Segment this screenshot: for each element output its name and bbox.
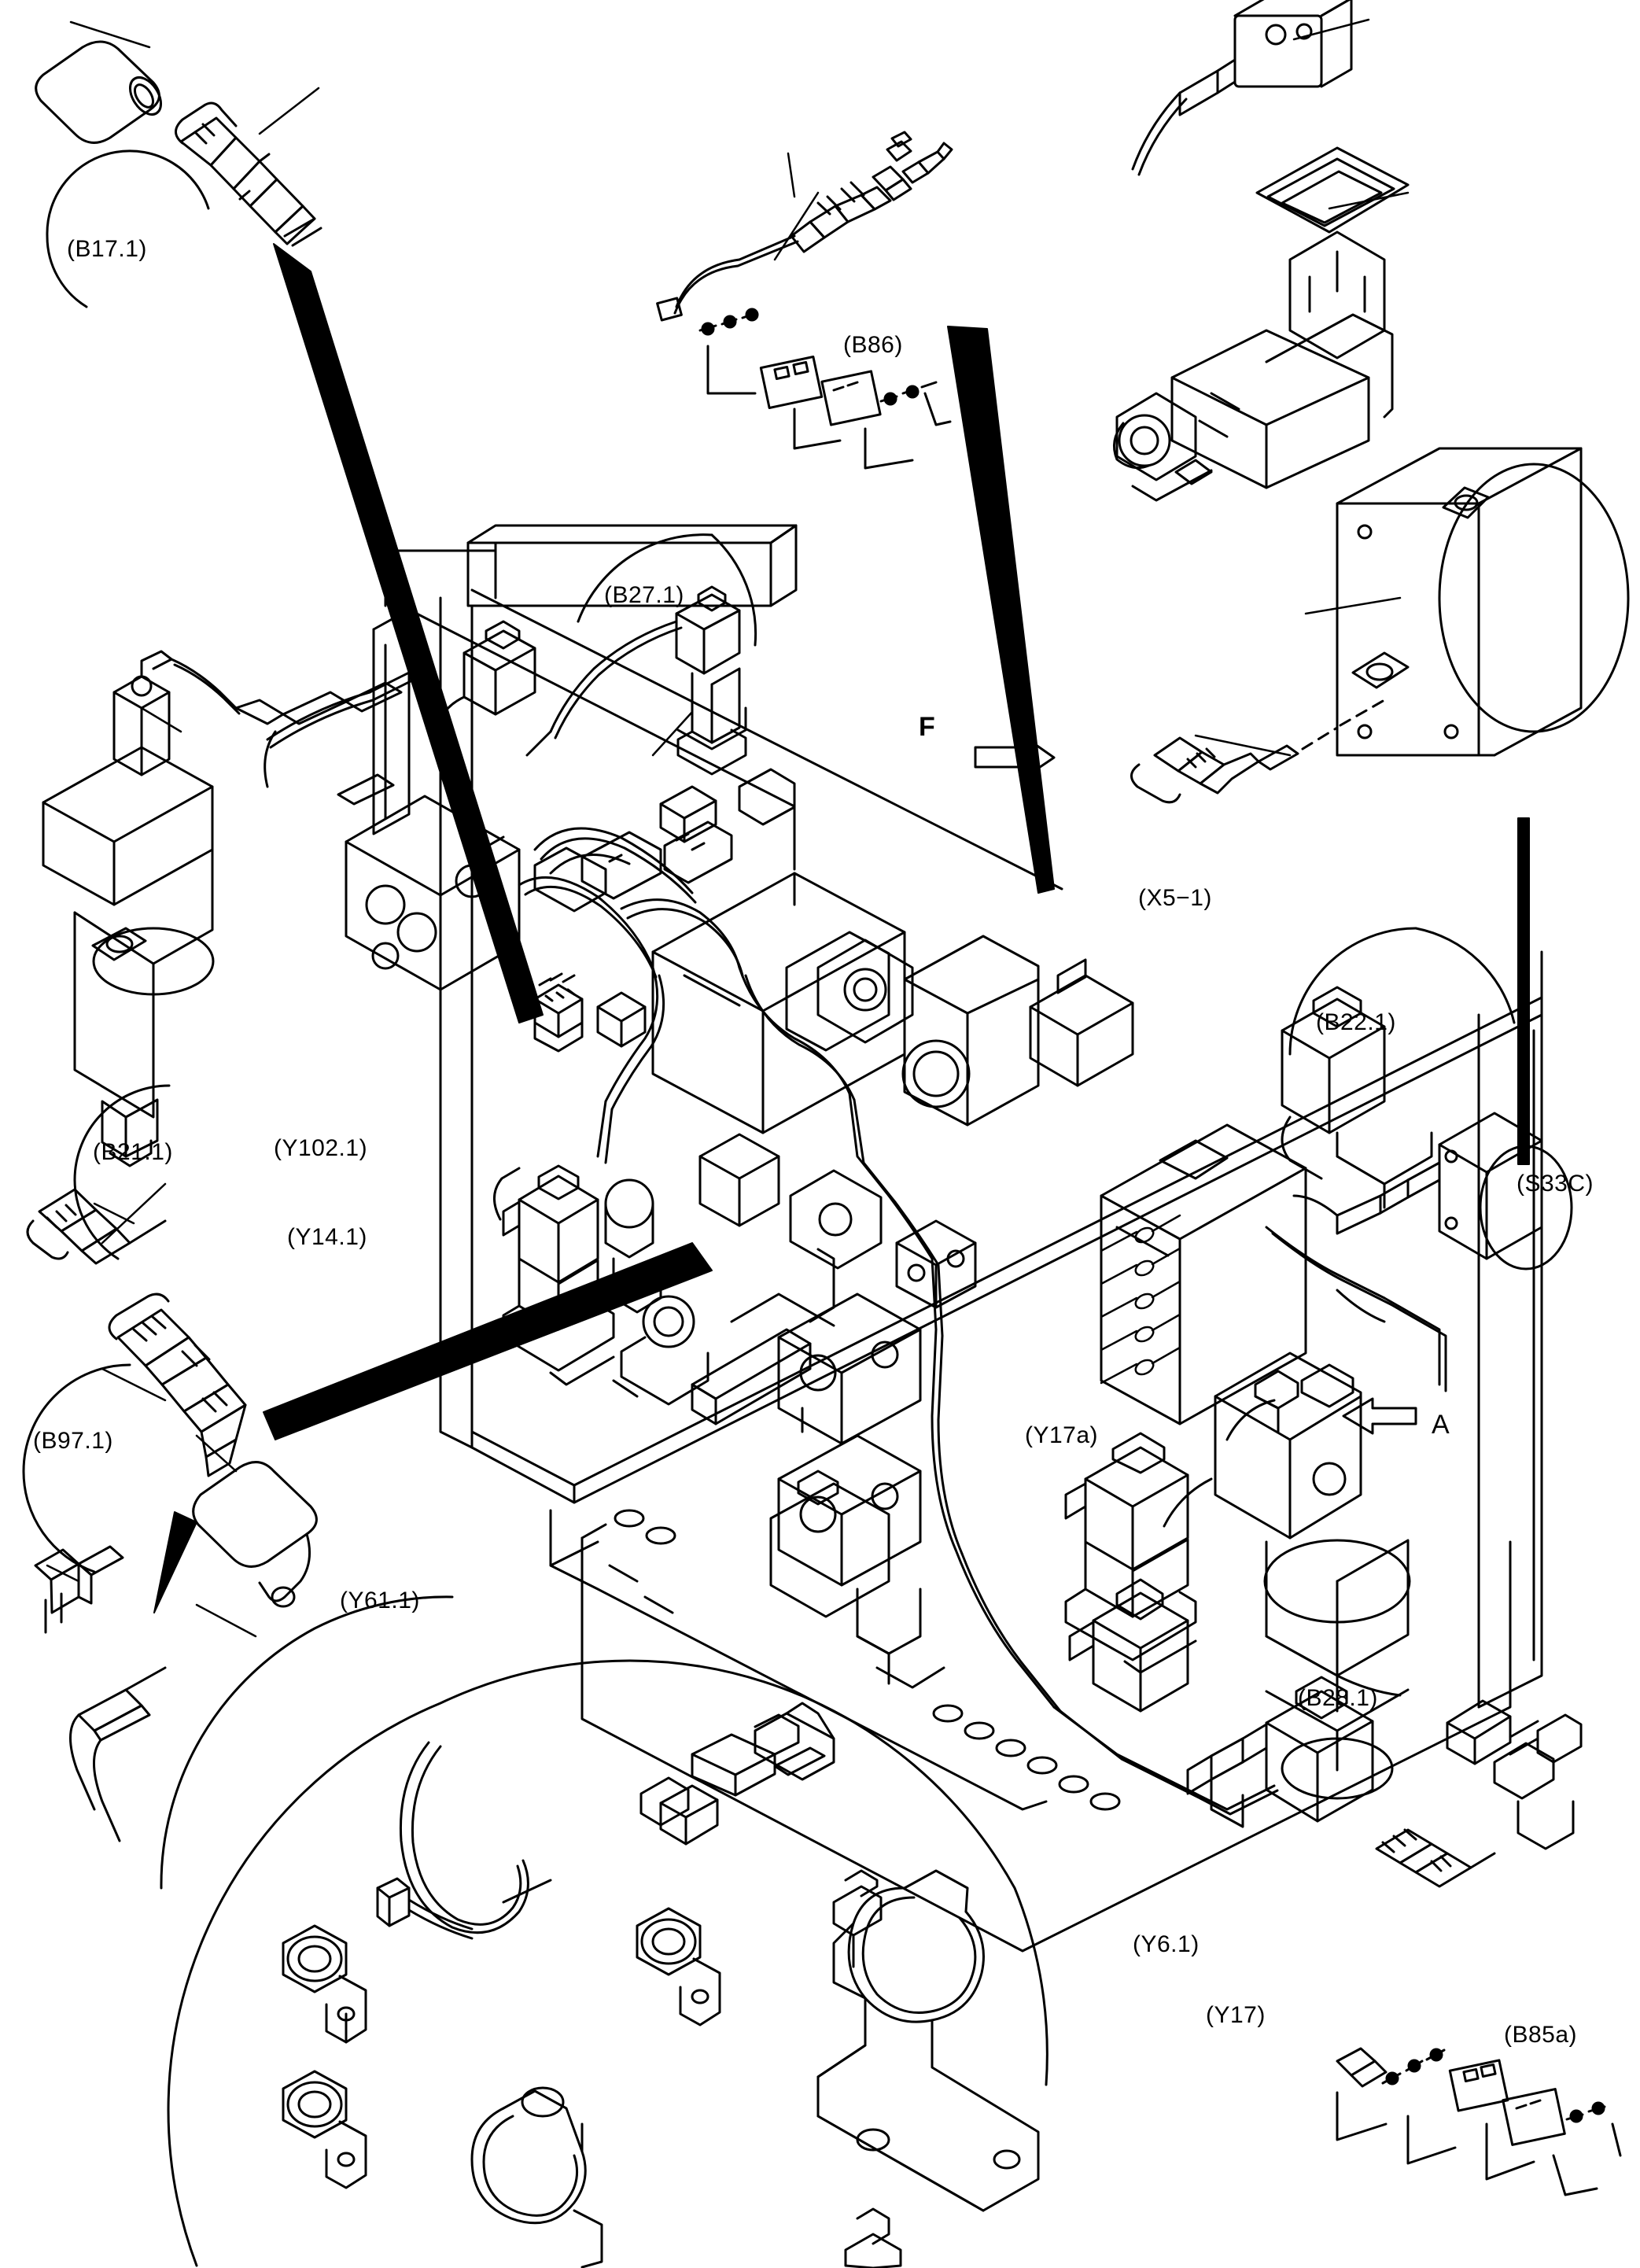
callout-label-b86: (B86) — [843, 332, 903, 358]
callout-circle-b21 — [73, 1084, 171, 1260]
part-left-back-solenoid — [435, 620, 536, 757]
callout-label-y6: (Y6.1) — [1133, 1931, 1200, 1957]
parts-bin-p-clips — [282, 1907, 721, 2268]
part-center-block-1 — [777, 1293, 922, 1445]
part-x5-terminal — [1100, 1123, 1307, 1425]
part-b97-boot — [192, 1461, 318, 1608]
callout-label-b17: (B17.1) — [67, 236, 147, 262]
callout-circle-b97 — [22, 1363, 131, 1573]
part-center-solenoid-y61 — [769, 1470, 945, 1689]
callout-circle-parts-bin — [167, 1659, 1048, 2267]
callout-label-y17: (Y17) — [1206, 2002, 1266, 2028]
part-b21-filter — [42, 650, 403, 1167]
thick-arrow-x5 — [947, 326, 1055, 894]
part-center-rod — [691, 1328, 812, 1425]
part-b85a-fittings — [1336, 1699, 1622, 2196]
callout-circle-b27 — [577, 533, 757, 647]
part-center-block-2 — [777, 1434, 922, 1587]
view-arrow-f — [974, 734, 1056, 780]
part-s33c — [1292, 1112, 1573, 1270]
thick-arrow-b97-tail — [153, 1511, 197, 1613]
callout-circle-y61 — [160, 1595, 454, 1890]
detail-marker-a: A — [1432, 1410, 1450, 1440]
callout-label-x5: (X5−1) — [1138, 885, 1212, 911]
part-terminal-connectors — [34, 1545, 167, 1842]
part-b28-solenoid — [1186, 1676, 1374, 1828]
part-b27-solenoid — [525, 585, 747, 776]
part-b17-sensor — [175, 101, 322, 247]
part-right-fitting — [1130, 699, 1386, 804]
callout-label-y14: (Y14.1) — [287, 1224, 367, 1250]
part-b17-boot — [35, 40, 163, 144]
callout-label-b27: (B27.1) — [604, 582, 684, 608]
part-right-tank — [1336, 447, 1630, 757]
part-y6-valve — [1068, 1578, 1189, 1713]
callout-label-b28: (B28.1) — [1298, 1685, 1378, 1711]
misc-chassis-fittings — [659, 768, 1134, 1327]
callout-label-b21: (B21.1) — [93, 1139, 173, 1165]
parts-bin-bracket — [754, 1702, 835, 1781]
part-top-right-solenoid — [1131, 0, 1410, 234]
part-right-tubes — [1163, 1226, 1447, 1697]
callout-label-s33c: (S33C) — [1517, 1171, 1594, 1197]
part-b97-sensor — [108, 1293, 247, 1477]
part-cylinder-center — [533, 821, 733, 913]
part-y102 — [533, 972, 647, 1053]
part-b86 — [656, 131, 953, 470]
part-right-manifold — [1214, 1352, 1411, 1800]
part-b22-valve — [1281, 986, 1433, 1209]
main-chassis — [372, 524, 1543, 1953]
part-b97-fitting — [26, 1188, 167, 1265]
thick-arrow-s33c — [1517, 817, 1530, 1165]
callout-label-y61: (Y61.1) — [340, 1588, 420, 1613]
parts-bin-hose-clamp — [816, 1869, 1040, 2268]
part-valve-block-right — [1112, 230, 1394, 502]
callout-label-b22: (B22.1) — [1316, 1009, 1396, 1035]
callout-circle-b22 — [1288, 927, 1516, 1056]
thick-arrow-b97 — [263, 1242, 713, 1440]
leader-lines — [46, 18, 1410, 1638]
parts-bin-clamp-band — [376, 1741, 552, 1940]
callout-label-y17a: (Y17a) — [1025, 1422, 1099, 1448]
left-rail-hoses — [264, 549, 497, 806]
view-marker-f: F — [919, 712, 936, 742]
callout-label-b97: (B97.1) — [33, 1428, 113, 1454]
callout-label-y102: (Y102.1) — [274, 1135, 368, 1161]
detail-arrow-a — [1342, 1397, 1417, 1435]
callout-circle-b17 — [46, 149, 210, 308]
callout-label-b85a: (B85a) — [1504, 2022, 1578, 2048]
part-manifold-left — [345, 795, 521, 991]
part-central-valve — [651, 872, 1040, 1134]
parts-bin-bolt-nut — [639, 1713, 826, 1846]
tubing-cluster — [518, 827, 1279, 1816]
part-y17a-valve — [1064, 1432, 1197, 1674]
